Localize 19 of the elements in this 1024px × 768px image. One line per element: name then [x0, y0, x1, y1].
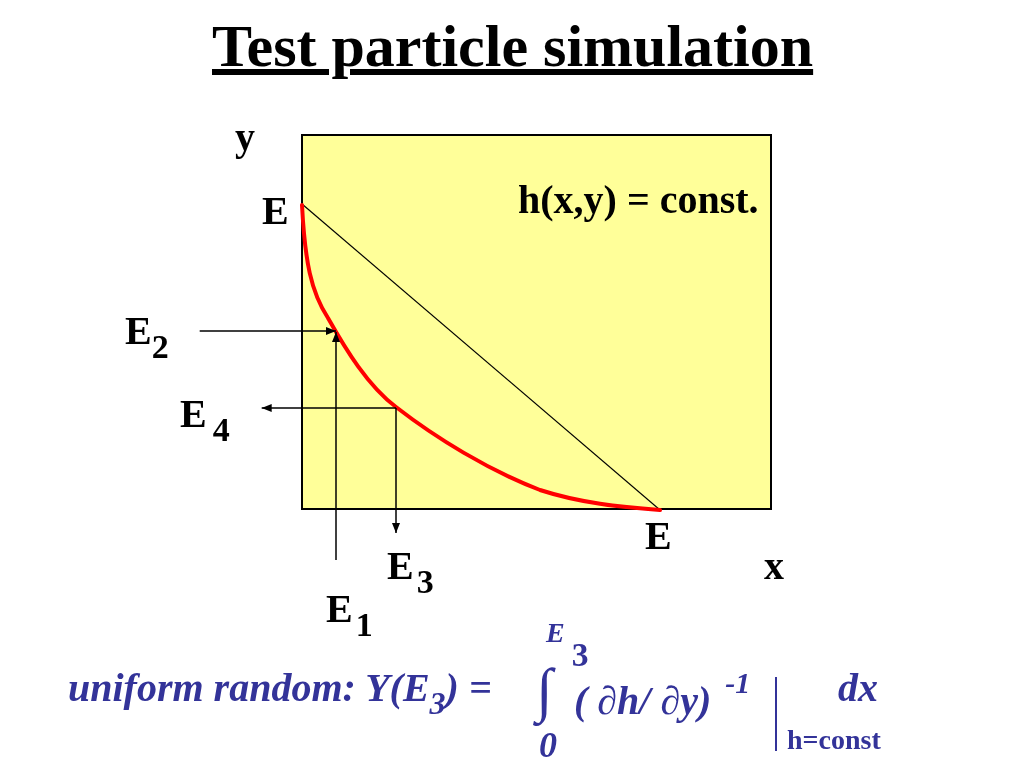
energy-label: E$_{3}$: [387, 546, 434, 600]
plot-area: [301, 134, 772, 510]
intercept-label: E: [645, 516, 672, 556]
energy-label: E$_{2}$: [125, 311, 169, 365]
axis-label: y: [235, 117, 255, 157]
lower-limit: 0: [539, 727, 557, 763]
energy-label: E$_{4}$: [180, 394, 230, 448]
evaluation-condition: h=const: [787, 726, 881, 754]
axis-label: x: [764, 546, 784, 586]
intercept-label: E: [262, 191, 289, 231]
arrow: [198, 327, 337, 335]
differential: dx: [838, 668, 878, 708]
arrow: [392, 407, 400, 534]
curve-equation: h(x,y) = const.: [518, 180, 759, 220]
arrow: [260, 404, 397, 412]
energy-label: E$_{1}$: [326, 589, 373, 643]
formula-text: uniform random: Y(E$_{3}$) =: [68, 668, 492, 719]
arrow: [332, 331, 340, 561]
integrand: ( ∂h/ ∂y)$^{-1}$: [574, 668, 751, 721]
